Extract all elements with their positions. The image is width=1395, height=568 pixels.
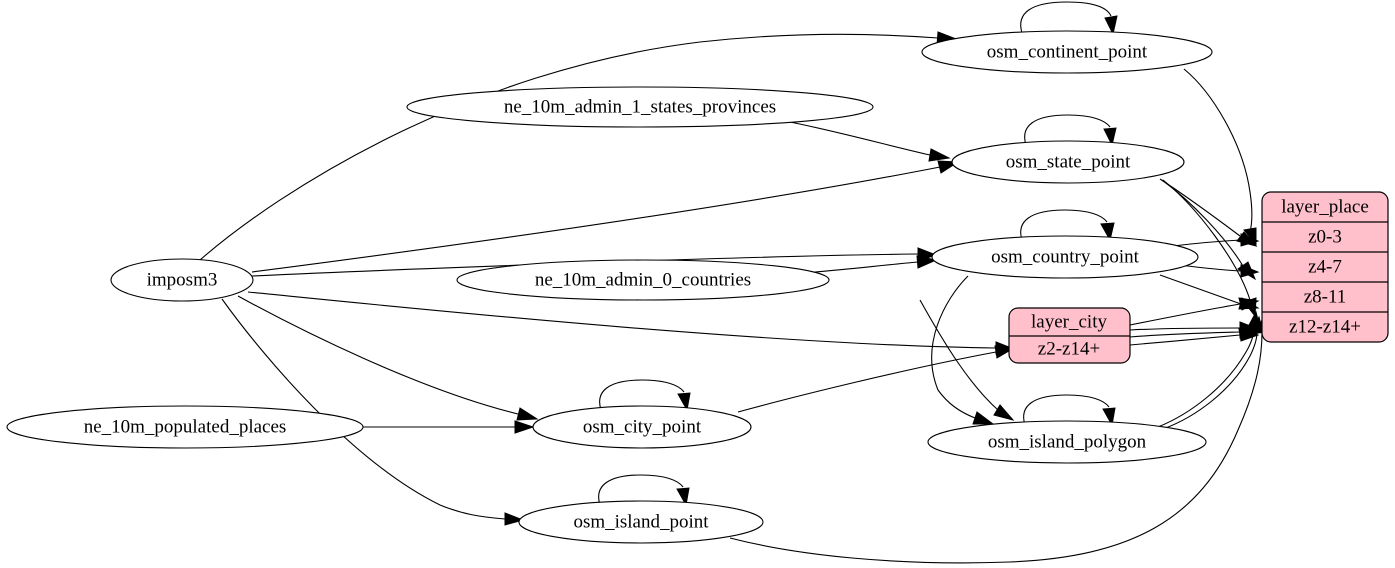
arrowhead-self-loop-osm-state-point [1103, 127, 1117, 147]
node-osm-state-point-label: osm_state_point [1006, 151, 1131, 172]
edge-osm-city-point-to-layer-city [737, 351, 997, 413]
edge-osm-state-point-to-layer-place-c [1162, 179, 1251, 301]
edge-imposm3-to-osm-city-point [237, 295, 519, 415]
node-ne-10m-admin-0-countries[interactable]: ne_10m_admin_0_countries [456, 259, 830, 301]
record-node-layer-city[interactable]: layer_city z2-z14+ [1008, 307, 1131, 364]
node-ne-countries-label: ne_10m_admin_0_countries [535, 269, 751, 290]
edge-osm-continent-point-to-layer-place [1183, 68, 1253, 233]
arrowhead-osm-country-point-layer-place-a [1240, 233, 1260, 247]
edge-osm-country-point-to-layer-place-b [1179, 264, 1242, 272]
edge-layer-city-to-layer-place-b [1129, 327, 1241, 331]
node-osm-country-point-label: osm_country_point [991, 246, 1139, 267]
edge-self-loop-osm-continent-point [1020, 1, 1112, 34]
record-layer-city-title: layer_city [1031, 311, 1107, 332]
record-layer-place-row-z0-3[interactable]: z0-3 [1308, 226, 1342, 247]
edge-osm-country-point-to-osm-island-polygon [931, 275, 976, 419]
node-osm-city-point-label: osm_city_point [583, 416, 702, 437]
record-node-layer-place[interactable]: layer_place z0-3 z4-7 z8-11 z12-z14+ [1261, 191, 1389, 343]
arrowhead-ne-states-osm-state-point [928, 148, 951, 162]
node-osm-state-point[interactable]: osm_state_point [951, 140, 1185, 184]
edge-ne-states-to-osm-state-point [789, 121, 931, 156]
node-osm-city-point[interactable]: osm_city_point [532, 405, 752, 449]
record-layer-place-row-z12-z14plus[interactable]: z12-z14+ [1289, 316, 1361, 337]
node-layer: imposm3 ne_10m_admin_1_states_provinces … [6, 30, 1213, 544]
record-layer-place-title: layer_place [1281, 196, 1369, 217]
edge-self-loop-osm-country-point [1020, 209, 1108, 241]
edge-layer [199, 1, 1269, 564]
arrowhead-self-loop-osm-island-polygon [1102, 407, 1116, 427]
arrowhead-layer-city-layer-place-a [1238, 297, 1260, 311]
edge-imposm3-to-layer-city [247, 291, 997, 349]
edge-layer-city-to-layer-place-a [1129, 303, 1241, 326]
arrowhead-self-loop-osm-city-point [677, 392, 691, 412]
edge-imposm3-to-osm-continent-point [199, 33, 939, 261]
node-osm-continent-point[interactable]: osm_continent_point [921, 30, 1213, 74]
record-layer-place-row-z8-11[interactable]: z8-11 [1304, 286, 1347, 307]
arrowhead-layer-city-lower-island [993, 404, 1015, 421]
node-ne-10m-populated-places[interactable]: ne_10m_populated_places [6, 405, 364, 449]
edge-osm-country-point-to-layer-place-a [1172, 239, 1242, 247]
edge-layer-city-to-layer-place-d [1129, 334, 1241, 346]
edge-self-loop-osm-state-point [1024, 114, 1111, 146]
edge-layer-city-to-layer-place-c [1129, 331, 1241, 338]
node-imposm3[interactable]: imposm3 [110, 258, 254, 302]
arrowhead-layer-city-layer-place-d [1238, 328, 1260, 342]
edge-imposm3-to-osm-state-point [251, 166, 941, 273]
arrowhead-imposm3-osm-city-point [516, 407, 539, 421]
node-imposm3-label: imposm3 [147, 269, 218, 290]
node-ne-10m-admin-1-states-provinces[interactable]: ne_10m_admin_1_states_provinces [406, 86, 874, 128]
arrowhead-self-loop-osm-island-point [676, 487, 690, 507]
arrowhead-ne-populated-osm-city-point [514, 420, 535, 434]
node-osm-island-point[interactable]: osm_island_point [518, 500, 764, 544]
record-layer: layer_place z0-3 z4-7 z8-11 z12-z14+ lay… [1008, 191, 1389, 364]
node-osm-continent-point-label: osm_continent_point [987, 41, 1148, 62]
arrowhead-self-loop-osm-country-point [1100, 222, 1115, 242]
arrowhead-self-loop-osm-continent-point [1104, 15, 1118, 36]
record-layer-place-row-z4-7[interactable]: z4-7 [1308, 256, 1342, 277]
edge-self-loop-osm-island-polygon [1023, 394, 1110, 426]
arrowhead-ne-countries-osm-country-point [916, 255, 938, 269]
arrowhead-osm-country-point-osm-island-polygon [972, 411, 995, 425]
node-osm-country-point[interactable]: osm_country_point [931, 235, 1199, 279]
node-ne-populated-label: ne_10m_populated_places [84, 416, 287, 437]
edge-imposm3-to-osm-island-point [221, 298, 506, 520]
node-osm-island-point-label: osm_island_point [573, 511, 709, 532]
node-osm-island-polygon[interactable]: osm_island_polygon [927, 420, 1207, 464]
edge-osm-island-polygon-to-layer-place-b [1162, 331, 1258, 430]
arrowhead-imposm3-osm-island-point [504, 512, 525, 526]
node-osm-island-polygon-label: osm_island_polygon [988, 431, 1147, 452]
edge-self-loop-osm-city-point [599, 379, 685, 411]
edge-osm-island-point-to-layer-place [729, 331, 1263, 564]
edge-layer-city-lower-to-island [919, 299, 999, 411]
edge-self-loop-osm-island-point [598, 474, 684, 506]
node-ne-states-label: ne_10m_admin_1_states_provinces [504, 96, 776, 117]
arrowhead-osm-country-point-layer-place-b [1240, 264, 1260, 278]
edge-osm-country-point-to-layer-place-c [1159, 274, 1242, 305]
edge-ne-countries-to-osm-country-point [814, 261, 919, 273]
edge-osm-island-polygon-to-layer-place-a [1157, 326, 1255, 428]
record-layer-city-row-z2-z14plus[interactable]: z2-z14+ [1038, 338, 1100, 359]
